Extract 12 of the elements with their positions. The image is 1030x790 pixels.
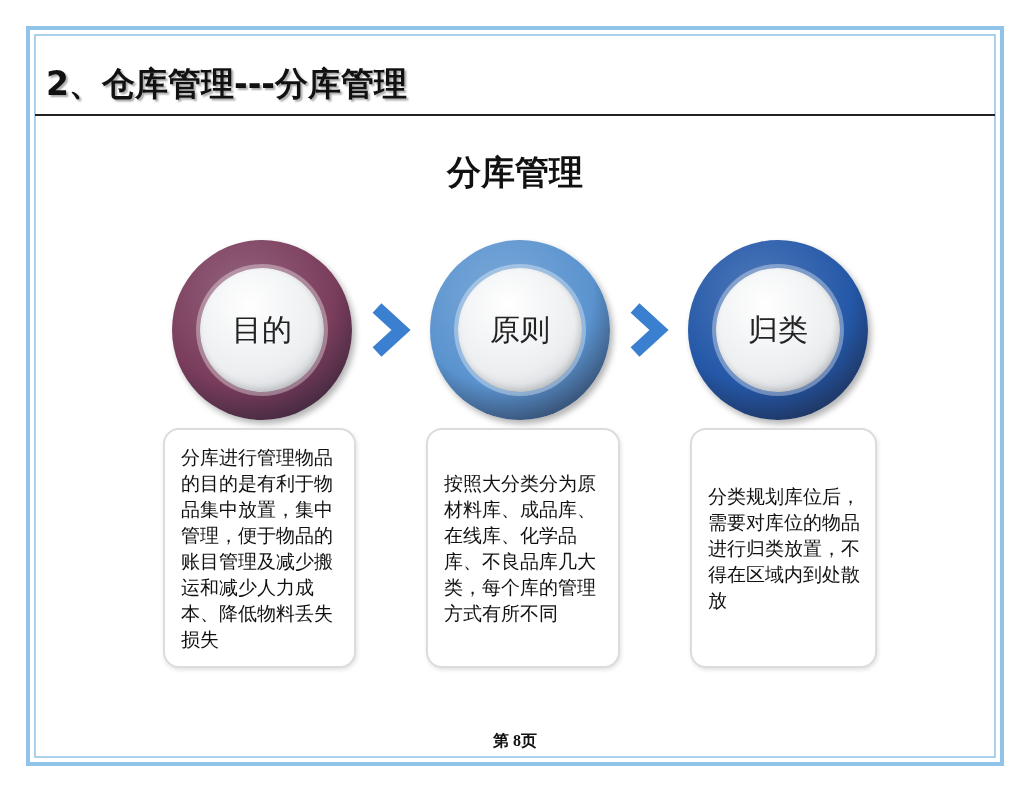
node-text: 分库进行管理物品的目的是有利于物品集中放置，集中管理，便于物品的账目管理及减少搬运和减少人力成本、降低物料丢失损失 (181, 445, 334, 652)
node-text: 按照大分类分为原材料库、成品库、在线库、化学品库、不良品库几大类，每个库的管理方式有所不同 (444, 471, 597, 626)
text-card (690, 428, 877, 668)
text-card (426, 428, 620, 668)
page-number: 第 8页 (493, 732, 537, 749)
node-text: 分类规划库位后，需要对库位的物品进行归类放置，不得在区域内到处散放 (708, 484, 861, 613)
node-text: 归类 (748, 310, 808, 349)
text-card (163, 428, 356, 668)
node-text: 目的 (232, 310, 292, 349)
slide-title: 2、仓库管理---分库管理 (46, 63, 408, 105)
node-text: 原则 (490, 310, 550, 349)
section-heading: 分库管理 (447, 152, 583, 192)
